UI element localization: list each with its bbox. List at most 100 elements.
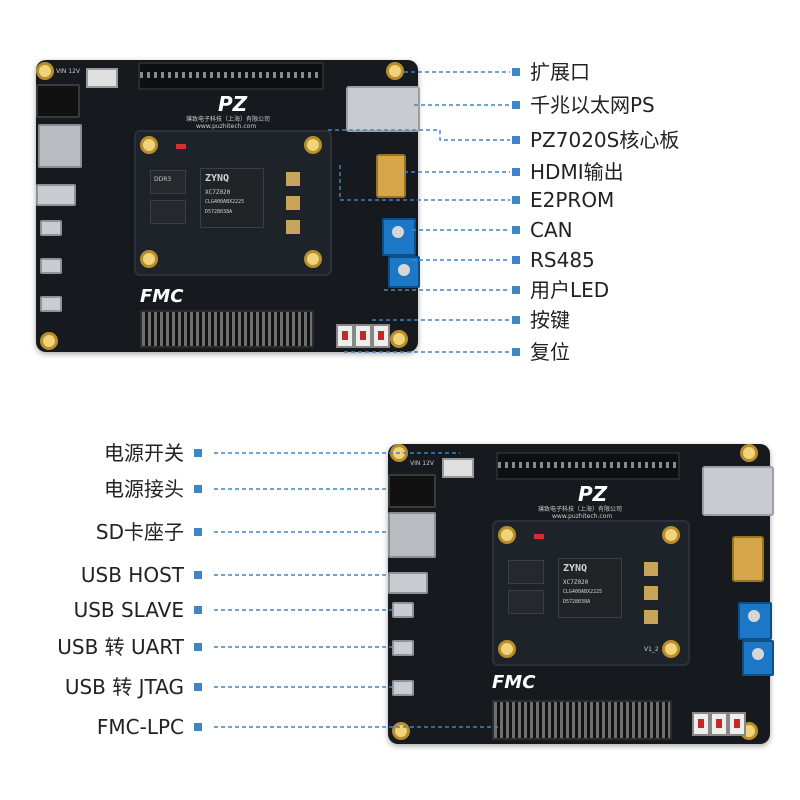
silk-v12: V1_2: [644, 646, 659, 653]
label-usb-jtag: USB 转 JTAG: [64, 675, 184, 699]
core-hole: [662, 526, 680, 544]
ddr-chip: [150, 200, 186, 224]
line-e2prom: [339, 165, 510, 201]
line-core: [328, 129, 510, 141]
callout-marker: [194, 606, 202, 614]
usb-uart-port: [40, 258, 62, 274]
reset-button: [728, 712, 746, 736]
usb-jtag-port: [392, 680, 414, 696]
ddr-label: DDR3: [154, 176, 172, 183]
fmc-silkscreen: FMC: [492, 672, 536, 693]
core-hole: [304, 136, 322, 154]
sd-card-slot: [38, 124, 82, 168]
callout-marker: [512, 101, 520, 109]
smd-component: [644, 562, 658, 576]
core-hole: [304, 250, 322, 268]
reset-button: [372, 324, 390, 348]
usb-slave-port: [392, 602, 414, 618]
soc-part: XC7Z020: [205, 189, 231, 196]
callout-marker: [194, 683, 202, 691]
mounting-hole: [740, 444, 758, 462]
label-expansion-port: 扩展口: [530, 60, 590, 84]
website: www.puzhitech.com: [196, 123, 257, 130]
soc-line3: D5728038A: [563, 599, 591, 605]
callout-marker: [512, 256, 520, 264]
smd-component: [286, 196, 300, 210]
power-switch: [442, 458, 474, 478]
fmc-silkscreen: FMC: [140, 286, 184, 307]
core-hole: [662, 640, 680, 658]
soc-line2: CLG400ABX2225: [563, 589, 603, 595]
ddr-chip: [508, 560, 544, 584]
soc-line2: CLG400ABX2225: [205, 199, 245, 205]
callout-marker: [512, 136, 520, 144]
brand-logo: PZ: [578, 482, 608, 506]
callout-marker: [194, 485, 202, 493]
ethernet-port: [346, 86, 420, 132]
power-label: VIN 12V: [410, 460, 435, 467]
label-buttons: 按键: [530, 308, 570, 332]
power-jack: [388, 474, 436, 508]
ethernet-port: [702, 466, 774, 516]
hdmi-port: [732, 536, 764, 582]
board-bottom: VIN 12V PZ 璞致电子科技（上海）有限公司 www.puzhitech.…: [388, 444, 774, 744]
callout-marker: [194, 571, 202, 579]
callout-marker: [512, 316, 520, 324]
label-hdmi-output: HDMI输出: [530, 160, 624, 184]
usb-uart-port: [392, 640, 414, 656]
callout-marker: [194, 528, 202, 536]
core-board: DDR3 ZYNQ XC7Z020 CLG400ABX2225 D5728038…: [134, 130, 332, 276]
label-sd-slot: SD卡座子: [95, 520, 184, 544]
callout-marker: [194, 723, 202, 731]
callout-marker: [512, 226, 520, 234]
label-usb-uart: USB 转 UART: [57, 635, 184, 659]
label-power-switch: 电源开关: [104, 441, 184, 465]
zynq-soc: ZYNQ XC7Z020 CLG400ABX2225 D5728038A: [200, 168, 264, 228]
user-button: [354, 324, 372, 348]
usb-host-port: [36, 184, 76, 206]
mounting-hole: [36, 62, 54, 80]
mounting-hole: [40, 332, 58, 350]
expansion-header: [138, 62, 324, 90]
label-core-board: PZ7020S核心板: [530, 128, 680, 152]
website: www.puzhitech.com: [552, 513, 613, 520]
callout-marker: [512, 68, 520, 76]
power-jack: [36, 84, 80, 118]
core-hole: [498, 640, 516, 658]
usb-jtag-port: [40, 296, 62, 312]
soc-line3: D5728038A: [205, 209, 233, 215]
callout-marker: [512, 168, 520, 176]
user-button: [710, 712, 728, 736]
label-e2prom: E2PROM: [530, 188, 615, 212]
label-power-jack: 电源接头: [104, 477, 184, 501]
smd-component: [644, 610, 658, 624]
brand-logo: PZ: [218, 92, 248, 116]
rs485-terminal: [388, 256, 420, 288]
sd-card-slot: [388, 512, 436, 558]
mounting-hole: [386, 62, 404, 80]
can-terminal: [382, 218, 416, 256]
user-button: [336, 324, 354, 348]
board-top: VIN 12V PZ 璞致电子科技（上海）有限公司 www.puzhitech.…: [36, 60, 420, 352]
label-usb-slave: USB SLAVE: [73, 598, 184, 622]
mounting-hole: [390, 330, 408, 348]
soc-brand: ZYNQ: [205, 173, 230, 184]
zynq-soc: ZYNQ XC7Z020 CLG400ABX2225 D5728038A: [558, 558, 622, 618]
label-user-led: 用户LED: [530, 278, 610, 302]
callout-marker: [512, 348, 520, 356]
fmc-connector: [140, 310, 314, 348]
user-button: [692, 712, 710, 736]
power-label: VIN 12V: [56, 68, 81, 75]
core-board: ZYNQ XC7Z020 CLG400ABX2225 D5728038A V1_…: [492, 520, 690, 666]
callout-marker: [512, 196, 520, 204]
smd-component: [286, 220, 300, 234]
soc-brand: ZYNQ: [563, 563, 588, 574]
smd-led: [176, 144, 186, 149]
company-name: 璞致电子科技（上海）有限公司: [538, 506, 623, 513]
ddr-chip: [508, 590, 544, 614]
core-hole: [498, 526, 516, 544]
usb-slave-port: [40, 220, 62, 236]
fmc-connector: [492, 700, 672, 740]
